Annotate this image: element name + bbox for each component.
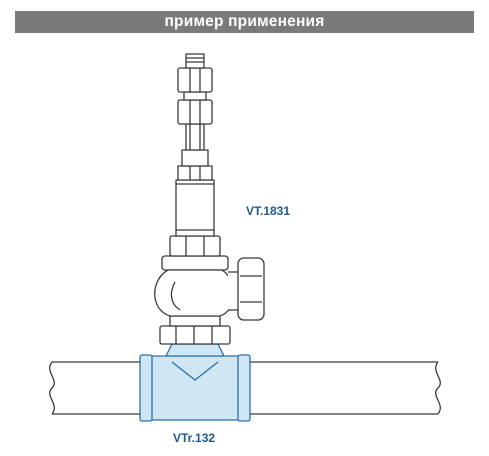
cap-nut-upper xyxy=(177,67,213,93)
cap-ring xyxy=(183,91,207,101)
pipe-left-break xyxy=(49,361,55,415)
tee-left-collar xyxy=(139,354,153,422)
cap-nut-lower xyxy=(177,99,213,125)
bonnet-collar xyxy=(177,165,213,181)
tee-fitting xyxy=(139,343,251,422)
bottom-neck xyxy=(169,315,221,327)
valve-sphere xyxy=(154,269,235,317)
bonnet-body xyxy=(175,179,215,237)
side-nut xyxy=(237,257,265,321)
stem-mid xyxy=(185,123,205,151)
valve-lower xyxy=(154,235,265,345)
cap-top xyxy=(185,53,205,69)
valve-label: VT.1831 xyxy=(246,204,291,218)
tee-branch xyxy=(165,343,225,357)
tee-body xyxy=(149,355,241,421)
tee-branch-inner xyxy=(171,361,219,381)
header-bar: пример применения xyxy=(15,11,474,33)
tee-label: VTr.132 xyxy=(173,431,216,445)
header-title: пример применения xyxy=(164,13,325,30)
tee-right-collar xyxy=(237,354,251,422)
valve-cap xyxy=(177,53,213,125)
upper-nut xyxy=(169,235,221,257)
stem-lower xyxy=(181,149,209,167)
bottom-nut xyxy=(159,325,231,345)
pipe-right-break xyxy=(435,361,441,415)
valve-bonnet xyxy=(175,123,215,237)
valve-base-band xyxy=(161,255,229,271)
